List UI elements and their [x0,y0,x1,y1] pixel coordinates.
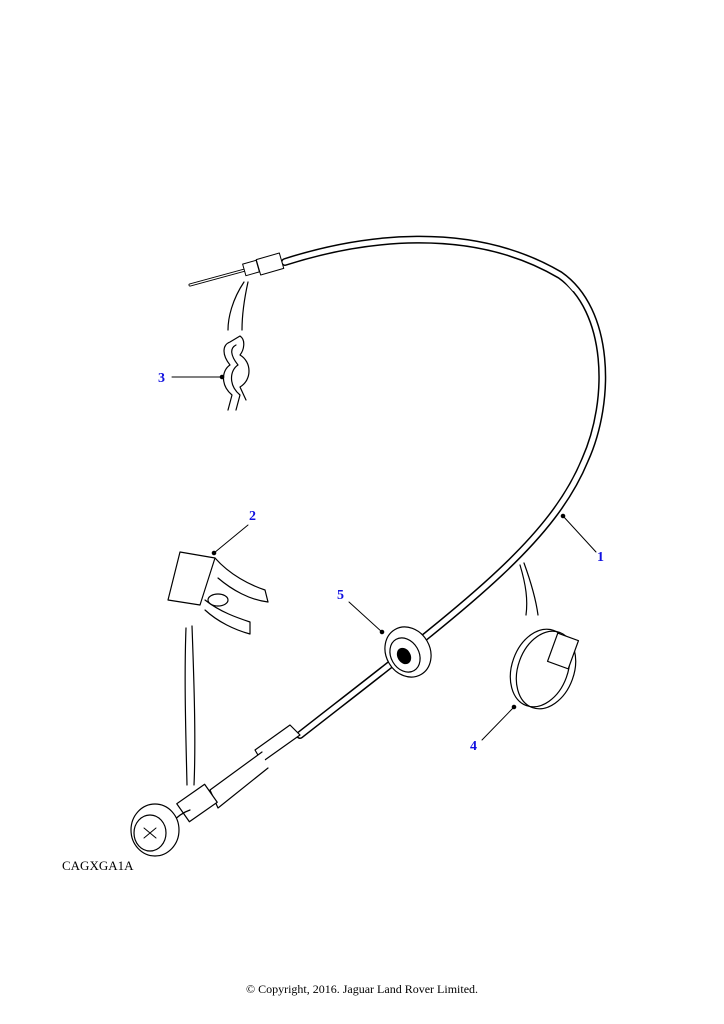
spring-clip [222,281,250,411]
copyright: © Copyright, 2016. Jaguar Land Rover Lim… [245,982,479,996]
leader-lines [171,374,597,741]
illustration-code: CAGXGA1A [62,858,134,873]
hose-clamp [509,562,580,710]
choke-knob [130,724,301,857]
cable [188,235,607,739]
callout-2[interactable]: 2 [249,509,256,524]
callout-4[interactable]: 4 [470,739,477,754]
callout-3[interactable]: 3 [158,371,165,386]
callout-5[interactable]: 5 [337,588,344,603]
callout-1[interactable]: 1 [597,550,604,565]
grommet [384,626,432,678]
clip [167,551,269,786]
